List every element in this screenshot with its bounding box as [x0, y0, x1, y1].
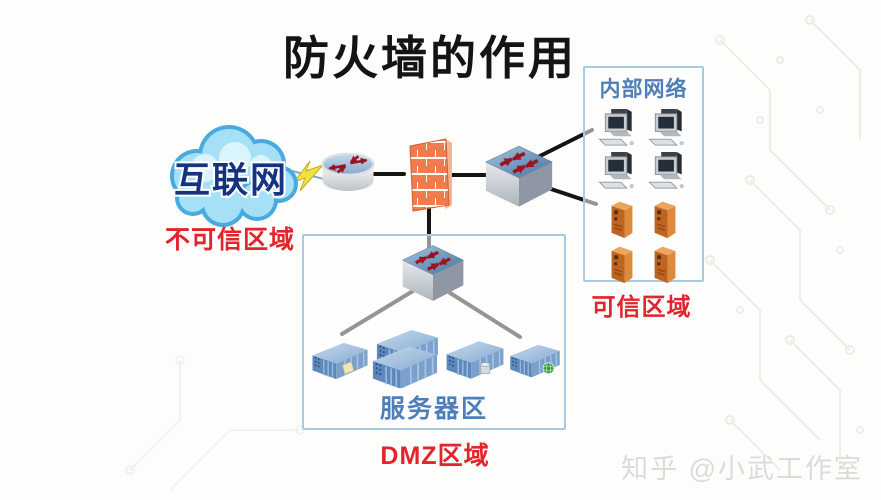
- dmz-server-2-icon: [370, 318, 440, 388]
- tower-server-icon: [650, 199, 680, 239]
- tower-server-icon: [650, 244, 680, 284]
- firewall-brick-wall-icon: [400, 134, 456, 214]
- desktop-pc-icon: [647, 151, 691, 192]
- tower-server-grid: [601, 199, 687, 284]
- tower-server-icon: [607, 199, 637, 239]
- router-icon: [319, 142, 377, 204]
- dmz-zone-label: DMZ区域: [380, 442, 490, 470]
- desktop-pc-icon: [597, 151, 641, 192]
- untrusted-zone-label: 不可信区域: [164, 226, 295, 254]
- page-title: 防火墙的作用: [283, 33, 577, 84]
- internal-network-box: 内部网络: [583, 66, 704, 282]
- server-area-title: 服务器区: [379, 395, 488, 423]
- workstation-grid: [594, 108, 694, 192]
- dmz-server-3-icon: [444, 334, 506, 386]
- dmz-switch-icon: [400, 241, 466, 303]
- dmz-box: 服务器区: [302, 234, 566, 430]
- desktop-pc-icon: [647, 108, 691, 149]
- trusted-zone-label: 可信区域: [591, 294, 692, 321]
- internal-network-title: 内部网络: [599, 78, 688, 101]
- desktop-pc-icon: [597, 108, 641, 149]
- core-switch-icon: [483, 141, 555, 209]
- dmz-server-1-icon: [310, 336, 370, 386]
- tower-server-icon: [607, 244, 637, 284]
- cloud-label: 互联网: [174, 159, 288, 200]
- dmz-server-4-icon: [508, 336, 562, 386]
- internet-cloud-icon: 互联网: [170, 125, 298, 227]
- watermark: 知乎 @小武工作室: [621, 454, 863, 484]
